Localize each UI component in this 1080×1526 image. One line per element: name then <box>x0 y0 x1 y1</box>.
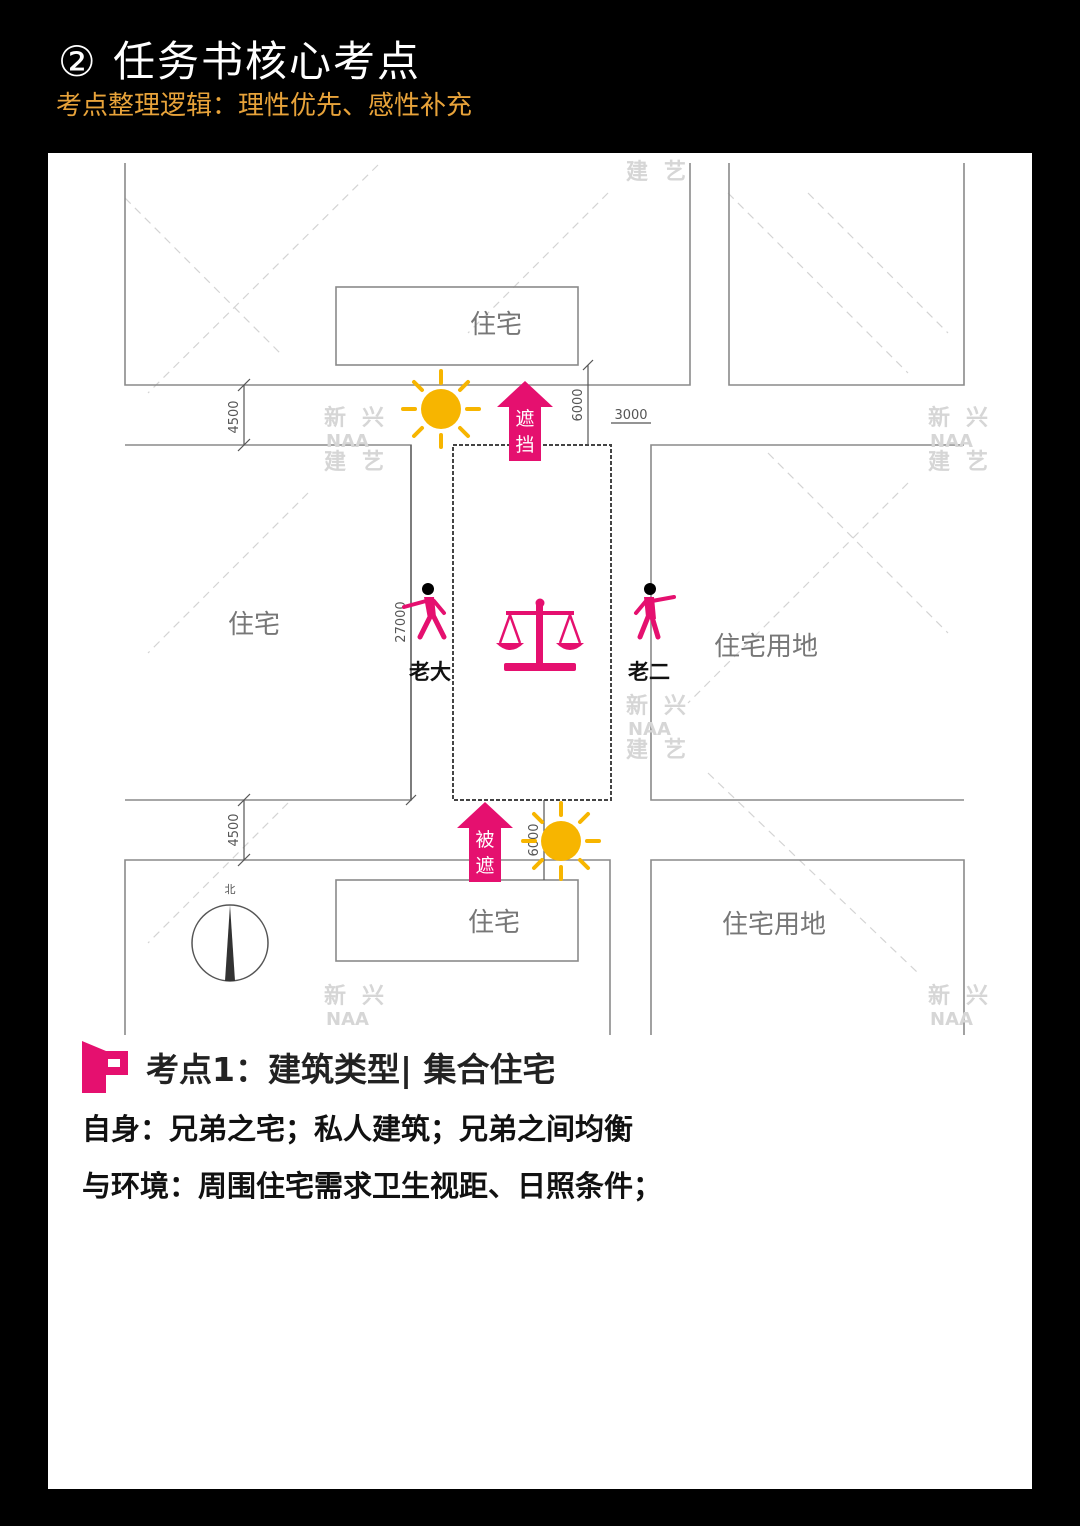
label-east-land: 住宅用地 <box>714 632 818 662</box>
arrow-up-icon: 被 遮 <box>457 802 513 882</box>
person-icon <box>402 583 447 640</box>
svg-text:NAA: NAA <box>326 431 369 452</box>
point-line-environment: 与环境：周围住宅需求卫生视距、日照条件； <box>82 1169 663 1203</box>
point-title: 考点1：建筑类型| 集合住宅 <box>146 1050 556 1089</box>
svg-text:建: 建 <box>928 450 950 475</box>
svg-text:建: 建 <box>626 160 648 185</box>
dim-setback-top: 6000 <box>571 388 586 421</box>
page-subtitle: 考点整理逻辑：理性优先、感性补充 <box>56 91 473 121</box>
watermark: 新 兴 NAA 建 艺 <box>324 405 384 475</box>
svg-text:建: 建 <box>324 450 346 475</box>
label-north-residence: 住宅 <box>470 310 522 340</box>
watermark: 新 兴 NAA <box>928 983 988 1030</box>
dim-site-length: 27000 <box>394 601 409 642</box>
svg-text:新: 新 <box>324 983 346 1009</box>
svg-text:新: 新 <box>928 405 950 431</box>
point-heading: 考点1：建筑类型| 集合住宅 <box>82 1041 556 1093</box>
north-arrow-icon: 北 <box>191 883 269 982</box>
svg-text:建: 建 <box>626 738 648 763</box>
watermark: 新 兴 NAA 建 艺 <box>626 693 686 763</box>
svg-text:艺: 艺 <box>966 449 988 475</box>
arrow-up-icon: 遮 挡 <box>497 381 553 461</box>
svg-text:NAA: NAA <box>628 719 671 740</box>
site-plan: 4500 4500 6000 6000 3000 27000 新 兴 NAA 建… <box>124 159 988 1035</box>
dim-side-gap: 3000 <box>614 408 647 423</box>
svg-text:新: 新 <box>324 405 346 431</box>
north-label: 北 <box>225 883 236 896</box>
sun-icon <box>521 801 601 881</box>
arrow-bottom-char-1: 被 <box>475 829 494 851</box>
svg-text:兴: 兴 <box>966 984 988 1009</box>
watermark: 新 兴 NAA <box>324 983 384 1030</box>
building-site <box>452 444 612 801</box>
svg-text:兴: 兴 <box>362 984 384 1009</box>
balance-scale-icon <box>496 598 584 671</box>
page-title: ② 任务书核心考点 <box>58 37 422 86</box>
svg-text:新: 新 <box>928 983 950 1009</box>
watermark: 建 艺 <box>626 159 686 185</box>
label-southeast-land: 住宅用地 <box>722 910 826 940</box>
arrow-top-char-1: 遮 <box>515 408 534 430</box>
svg-text:兴: 兴 <box>966 406 988 431</box>
block-outlines <box>124 163 965 1035</box>
arrow-top-char-2: 挡 <box>515 434 534 456</box>
content-panel: 4500 4500 6000 6000 3000 27000 新 兴 NAA 建… <box>48 153 1032 1489</box>
svg-text:NAA: NAA <box>930 431 973 452</box>
label-west-residence: 住宅 <box>228 610 280 640</box>
svg-text:艺: 艺 <box>664 737 686 763</box>
dim-road-bottom: 4500 <box>227 813 242 846</box>
person-right-label: 老二 <box>628 660 670 684</box>
dimension-lines <box>237 359 651 880</box>
person-left-label: 老大 <box>409 660 451 684</box>
diagonal-guides <box>124 164 949 974</box>
dim-road-top: 4500 <box>227 400 242 433</box>
block-labels: 住宅 住宅 住宅用地 住宅 住宅用地 <box>228 310 826 940</box>
flag-marker-icon <box>82 1041 128 1093</box>
svg-text:兴: 兴 <box>664 694 686 719</box>
arrow-bottom-char-2: 遮 <box>475 855 494 877</box>
sun-icon <box>401 369 481 449</box>
person-icon <box>634 583 676 640</box>
svg-text:艺: 艺 <box>362 449 384 475</box>
label-south-residence: 住宅 <box>468 908 520 938</box>
svg-text:兴: 兴 <box>362 406 384 431</box>
svg-text:NAA: NAA <box>930 1009 973 1030</box>
svg-text:新: 新 <box>626 693 648 719</box>
svg-text:艺: 艺 <box>664 159 686 185</box>
watermarks: 新 兴 NAA 建 艺 新 兴 NAA 建 艺 新 兴 NAA 建 <box>324 159 988 1030</box>
watermark: 新 兴 NAA 建 艺 <box>928 405 988 475</box>
point-line-self: 自身：兄弟之宅；私人建筑；兄弟之间均衡 <box>82 1112 634 1146</box>
svg-text:NAA: NAA <box>326 1009 369 1030</box>
